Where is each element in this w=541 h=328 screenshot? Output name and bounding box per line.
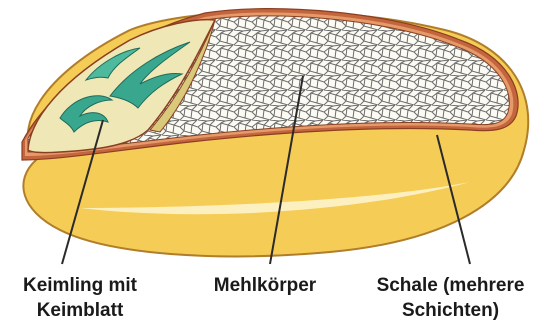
label-schale-line2: Schichten) [360, 298, 541, 323]
label-mehlkoerper-line1: Mehlkörper [205, 273, 325, 298]
label-keimling-line2: Keimblatt [0, 298, 160, 323]
label-keimling: Keimling mit Keimblatt [0, 273, 160, 323]
label-keimling-line1: Keimling mit [0, 273, 160, 298]
label-mehlkoerper: Mehlkörper [205, 273, 325, 298]
label-schale: Schale (mehrere Schichten) [360, 273, 541, 323]
label-schale-line1: Schale (mehrere [360, 273, 541, 298]
